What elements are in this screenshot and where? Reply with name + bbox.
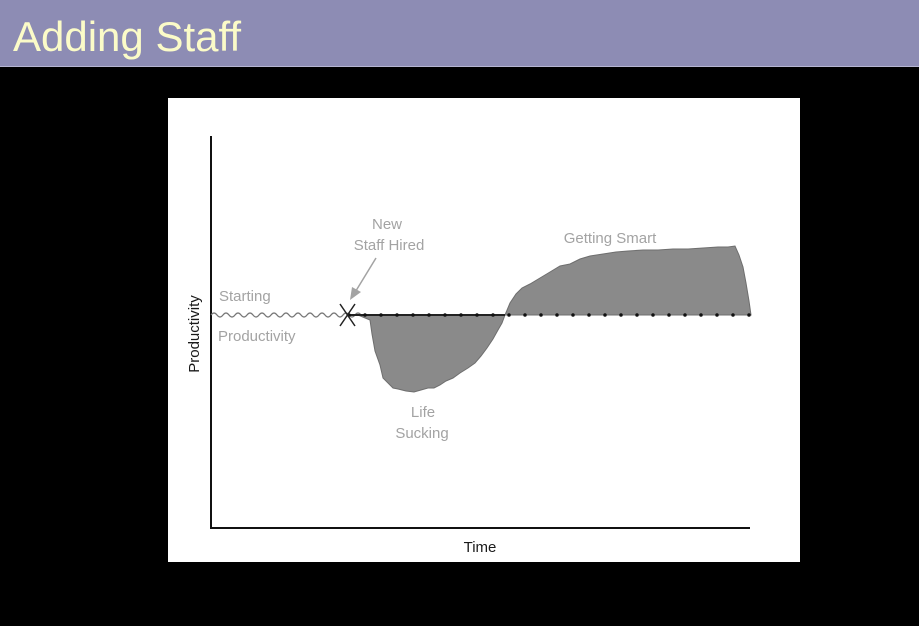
new-staff-label-line1: New: [372, 216, 402, 233]
getting-smart-label: Getting Smart: [564, 230, 657, 247]
slide-title: Adding Staff: [13, 13, 242, 60]
getting-smart-area: [504, 245, 752, 316]
y-axis-label: Productivity: [186, 295, 203, 373]
arrow-icon: [350, 257, 377, 300]
figure-panel: Starting Productivity New Staff Hired Ge…: [168, 98, 800, 562]
life-label: Life: [411, 404, 435, 421]
productivity-diagram: Starting Productivity New Staff Hired Ge…: [186, 136, 752, 556]
x-mark-icon: [339, 303, 356, 327]
productivity-annotation: Productivity: [218, 328, 296, 345]
starting-label: Starting: [219, 288, 271, 305]
sucking-label: Sucking: [395, 425, 448, 442]
title-bar: Adding Staff: [0, 0, 919, 67]
new-staff-label-line2: Staff Hired: [354, 237, 425, 254]
x-axis-label: Time: [464, 539, 497, 556]
life-sucking-area: [357, 314, 506, 393]
starting-productivity-wave: [210, 312, 362, 318]
